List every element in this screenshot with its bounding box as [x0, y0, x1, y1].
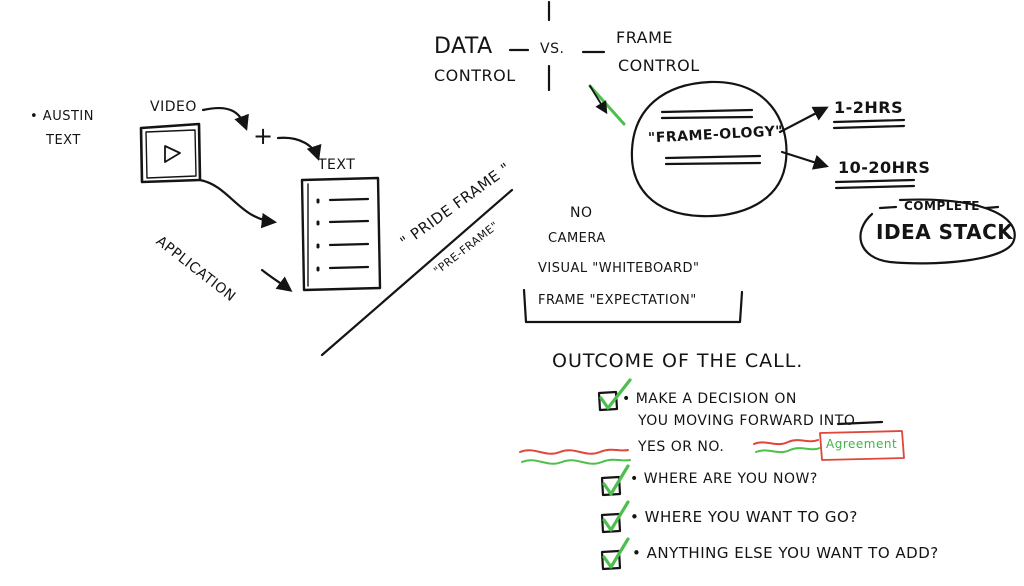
underline-into — [836, 420, 884, 426]
outcome-item-1-line-3: YES OR NO. — [638, 439, 725, 455]
plus-sign: + — [253, 122, 274, 150]
green-squiggle-right — [755, 447, 821, 454]
outcome-item-4: • ANYTHING ELSE YOU WANT TO ADD? — [632, 544, 939, 562]
no-label: NO — [570, 205, 593, 221]
arrow-video-right — [201, 106, 249, 131]
visual-whiteboard-label: VISUAL "WHITEBOARD" — [538, 261, 700, 276]
camera-label: CAMERA — [548, 231, 606, 246]
checkbox-checked-icon — [597, 390, 622, 571]
note-austin: • AUSTIN — [30, 109, 94, 124]
outcome-item-3: • WHERE YOU WANT TO GO? — [630, 508, 858, 526]
note-text: TEXT — [46, 133, 81, 148]
agreement-label: Agreement — [826, 437, 898, 451]
arrow-plus-text — [276, 136, 322, 161]
complete-label: COMPLETE — [904, 199, 980, 213]
control-right-label: CONTROL — [618, 56, 700, 75]
frameology-bottom-line-2 — [664, 161, 762, 166]
bulleted-document-icon — [300, 176, 382, 292]
red-squiggle-right — [753, 439, 819, 446]
outcome-heading: OUTCOME OF THE CALL. — [552, 350, 804, 372]
frameology-top-line-2 — [660, 115, 754, 120]
outcome-item-2: • WHERE ARE YOU NOW? — [630, 471, 818, 487]
arrow-to-1-2hrs — [778, 106, 829, 134]
pride-frame-diagonal — [320, 188, 514, 357]
control-left-label: CONTROL — [434, 66, 516, 85]
frameology-bottom-line-1 — [664, 154, 762, 160]
frame-label: FRAME — [616, 28, 674, 47]
agreement-box — [819, 430, 905, 461]
data-label: DATA — [434, 34, 493, 59]
arrow-to-10-20hrs — [780, 150, 829, 170]
hours-1-2: 1-2HRS — [834, 98, 904, 117]
vs-label: VS. — [540, 41, 565, 57]
middle-bracket — [522, 288, 744, 324]
idea-stack-label: IDEA STACK — [876, 220, 1014, 244]
red-squiggle-left — [519, 448, 629, 455]
frame-expectation-label: FRAME "EXPECTATION" — [538, 293, 697, 308]
outcome-item-1-line-2: YOU MOVING FORWARD INTO — [638, 413, 856, 429]
frameology-top-line-1 — [660, 108, 754, 114]
hours-10-20: 10-20HRS — [838, 158, 931, 177]
arrow-video-down — [198, 178, 278, 229]
green-squiggle-left — [521, 458, 631, 465]
green-arrow-to-circle — [588, 84, 626, 126]
video-label: VIDEO — [150, 99, 197, 115]
arrow-application — [260, 268, 293, 292]
outcome-item-1-line-1: • MAKE A DECISION ON — [622, 391, 797, 407]
frameology-circle — [630, 80, 788, 218]
video-play-icon — [139, 122, 202, 184]
text-label: TEXT — [318, 157, 356, 173]
